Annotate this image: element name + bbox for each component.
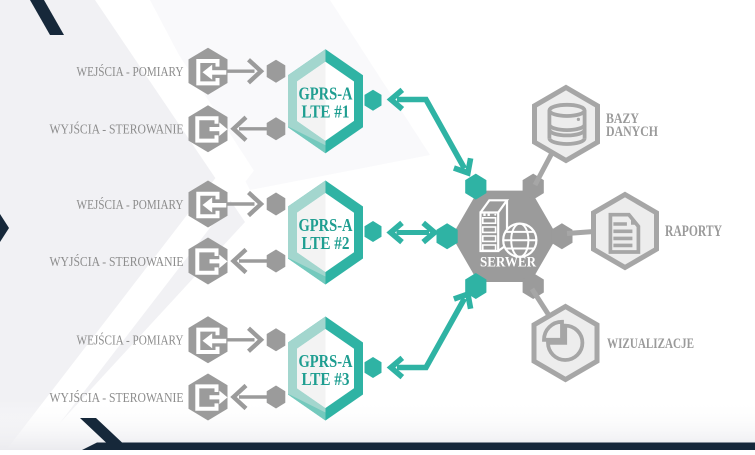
svg-text:WYJŚCIA - STEROWANIE: WYJŚCIA - STEROWANIE <box>50 121 184 138</box>
svg-text:WYJŚCIA - STEROWANIE: WYJŚCIA - STEROWANIE <box>50 253 184 270</box>
svg-text:WIZUALIZACJE: WIZUALIZACJE <box>607 336 694 352</box>
svg-text:LTE #3: LTE #3 <box>302 369 350 389</box>
svg-text:GPRS-A: GPRS-A <box>299 84 353 104</box>
svg-text:SERWER: SERWER <box>480 255 536 271</box>
svg-text:RAPORTY: RAPORTY <box>665 223 722 240</box>
svg-text:BAZY: BAZY <box>606 111 639 127</box>
svg-text:WEJŚCIA - POMIARY: WEJŚCIA - POMIARY <box>77 63 184 80</box>
svg-text:GPRS-A: GPRS-A <box>299 351 353 371</box>
svg-text:LTE #2: LTE #2 <box>302 233 350 253</box>
svg-text:WEJŚCIA - POMIARY: WEJŚCIA - POMIARY <box>77 196 184 213</box>
svg-text:GPRS-A: GPRS-A <box>299 215 353 235</box>
svg-text:WYJŚCIA - STEROWANIE: WYJŚCIA - STEROWANIE <box>50 389 184 406</box>
svg-text:LTE #1: LTE #1 <box>302 102 350 122</box>
svg-text:WEJŚCIA - POMIARY: WEJŚCIA - POMIARY <box>77 332 184 349</box>
svg-text:DANYCH: DANYCH <box>606 124 658 140</box>
